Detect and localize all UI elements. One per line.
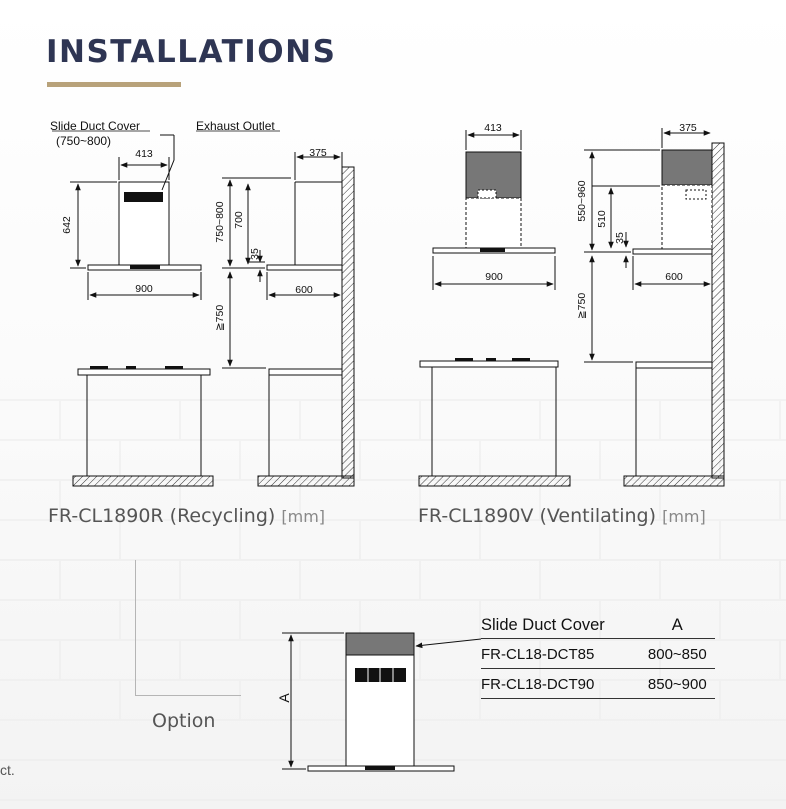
recycling-side-clearance: ≧750 — [214, 305, 226, 331]
slide-duct-cover-table: Slide Duct Cover A FR-CL18-DCT85 800~850… — [481, 614, 715, 699]
brick-wall-background — [0, 399, 786, 801]
ventilating-side-depth-bottom: 600 — [665, 271, 683, 283]
recycling-side-chimney: 700 — [233, 211, 245, 229]
option-frame-line — [135, 560, 241, 696]
ventilating-front-width-bottom: 900 — [485, 271, 503, 283]
table-row: FR-CL18-DCT85 800~850 — [481, 638, 715, 669]
ventilating-side-chimney: 510 — [596, 210, 608, 228]
slide-duct-cover-label: Slide Duct Cover — [50, 119, 140, 133]
table-cell-range: 850~900 — [639, 668, 715, 699]
option-label: Option — [152, 710, 216, 732]
ventilating-side-height-range: 550~960 — [576, 180, 588, 221]
page-title: INSTALLATIONS — [46, 34, 337, 70]
recycling-side-depth-bottom: 600 — [295, 284, 313, 296]
recycling-cooktop-cabinet — [72, 366, 214, 487]
truncated-text: ct. — [0, 762, 15, 778]
recycling-side-glass: 35 — [249, 248, 261, 260]
recycling-front-view — [52, 130, 280, 300]
slide-duct-range-label: (750~800) — [56, 134, 111, 148]
table-cell-model: FR-CL18-DCT90 — [481, 668, 640, 699]
option-dimension-a: A — [276, 693, 292, 703]
table-cell-range: 800~850 — [639, 638, 715, 669]
recycling-front-height: 642 — [61, 216, 73, 234]
recycling-side-height-range: 750~800 — [214, 201, 226, 242]
table-cell-model: FR-CL18-DCT85 — [481, 638, 640, 669]
table-header-a: A — [639, 614, 715, 639]
recycling-side-depth-top: 375 — [309, 147, 327, 159]
table-header-row: Slide Duct Cover A — [481, 614, 715, 639]
ventilating-cooktop-cabinet — [418, 358, 571, 487]
recycling-side-view — [222, 152, 355, 487]
ventilating-caption: FR-CL1890V (Ventilating) [mm] — [418, 505, 706, 527]
recycling-front-width-top: 413 — [135, 148, 153, 160]
ventilating-side-depth-top: 375 — [679, 122, 697, 134]
ventilating-side-glass: 35 — [614, 232, 626, 244]
ventilating-side-view — [584, 128, 725, 487]
ventilating-front-width-top: 413 — [484, 122, 502, 134]
recycling-caption: FR-CL1890R (Recycling) [mm] — [48, 505, 326, 527]
exhaust-outlet-label: Exhaust Outlet — [196, 119, 275, 133]
table-header-model: Slide Duct Cover — [481, 614, 640, 639]
ventilating-side-clearance: ≧750 — [576, 293, 588, 319]
option-hood-diagram — [282, 632, 482, 772]
table-row: FR-CL18-DCT90 850~900 — [481, 668, 715, 699]
ventilating-front-view — [432, 130, 556, 290]
recycling-front-width-bottom: 900 — [135, 283, 153, 295]
title-underline — [47, 82, 181, 87]
